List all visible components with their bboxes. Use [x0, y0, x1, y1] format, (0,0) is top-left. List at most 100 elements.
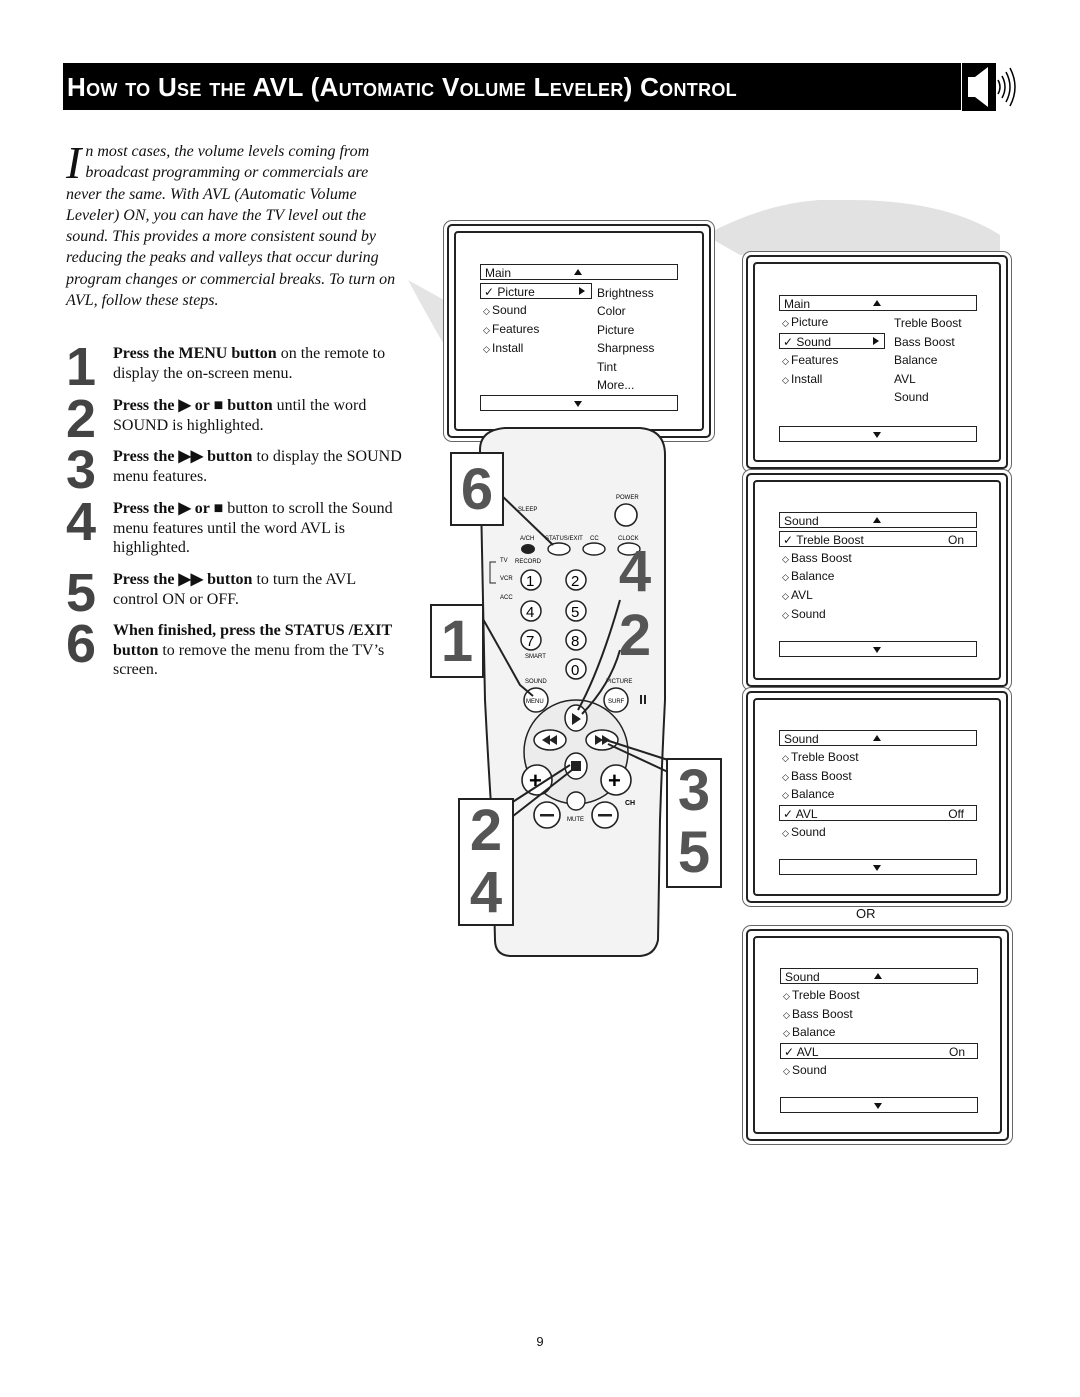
diamond-icon: ◇	[782, 591, 789, 601]
submenu-item: Sound	[894, 390, 929, 404]
down-arrow-icon	[873, 432, 881, 438]
callout-step-1: 1	[430, 604, 484, 678]
right-arrow-icon	[873, 337, 879, 345]
menu-item[interactable]: ◇Sound	[782, 607, 826, 621]
diamond-icon: ◇	[783, 1028, 790, 1038]
diamond-icon: ◇	[782, 318, 789, 328]
menu-item[interactable]: ◇Bass Boost	[783, 1007, 853, 1021]
submenu-item: Picture	[597, 323, 635, 337]
menu-footer	[480, 395, 678, 411]
submenu-item: More...	[597, 378, 635, 392]
diamond-icon: ◇	[483, 325, 490, 335]
diamond-icon: ◇	[782, 375, 789, 385]
step-text: Press the ▶ or ■ button to scroll the So…	[113, 500, 393, 556]
menu-item[interactable]: ◇Features	[782, 353, 839, 367]
digit-8-button[interactable]	[565, 629, 587, 651]
record-label: RECORD	[515, 559, 542, 565]
menu-item[interactable]: ◇Treble Boost	[783, 988, 860, 1002]
menu-item[interactable]: ◇Sound	[483, 303, 527, 317]
menu-item-sound-selected[interactable]: ✓ Sound	[779, 333, 885, 349]
digit-4-button[interactable]	[520, 600, 542, 622]
channel-up-button[interactable]	[600, 764, 632, 796]
setting-value: On	[948, 1045, 965, 1059]
remote-control: SLEEP POWER A/CH STATUS/EXIT CC CLOCK TV…	[474, 427, 669, 957]
digit-0-button[interactable]	[565, 658, 587, 680]
menu-header: Main	[779, 295, 977, 311]
diamond-icon: ◇	[483, 344, 490, 354]
menu-item[interactable]: ◇Sound	[782, 825, 826, 839]
volume-up-button[interactable]	[521, 764, 553, 796]
menu-item-avl-selected[interactable]: ✓ AVL Off	[779, 805, 977, 821]
intro-text: n most cases, the volume levels coming f…	[66, 143, 396, 310]
digit-5-button[interactable]	[565, 600, 587, 622]
picture-label: PICTURE	[606, 679, 632, 685]
menu-item-treble-boost-selected[interactable]: ✓ Treble Boost On	[779, 531, 977, 547]
menu-item[interactable]: ◇Features	[483, 322, 540, 336]
down-arrow-icon	[873, 865, 881, 871]
submenu-item: Balance	[894, 353, 938, 367]
submenu-item: AVL	[894, 372, 916, 386]
stop-icon	[571, 761, 581, 771]
power-label: POWER	[616, 495, 639, 501]
step-number: 6	[66, 614, 97, 674]
tv-screen-main-sound: Main ◇Picture ✓ Sound ◇Features ◇Install…	[746, 255, 1008, 469]
diamond-icon: ◇	[483, 306, 490, 316]
menu-item[interactable]: ◇Install	[483, 341, 524, 355]
play-icon	[572, 713, 581, 725]
power-button[interactable]	[614, 503, 638, 527]
menu-item-avl-selected[interactable]: ✓ AVL On	[780, 1043, 978, 1059]
up-arrow-icon	[574, 269, 582, 275]
status-exit-button[interactable]	[547, 542, 571, 556]
menu-header: Main	[480, 264, 678, 280]
menu-item[interactable]: ◇Balance	[782, 787, 835, 801]
step-text: Press the ▶ or ■ button until the word S…	[113, 397, 367, 434]
clock-button[interactable]	[617, 542, 641, 556]
menu-item[interactable]: ◇Treble Boost	[782, 750, 859, 764]
up-arrow-icon	[873, 735, 881, 741]
step-number: 4	[66, 492, 97, 552]
drop-cap: I	[66, 137, 82, 188]
digit-label: 2	[571, 573, 579, 590]
menu-label: MENU	[526, 699, 544, 705]
down-arrow-icon	[873, 647, 881, 653]
submenu-item: Tint	[597, 360, 617, 374]
digit-label: 7	[526, 633, 534, 650]
up-arrow-icon	[873, 517, 881, 523]
digit-1-button[interactable]	[520, 569, 542, 591]
diamond-icon: ◇	[783, 1010, 790, 1020]
page-number: 9	[536, 1334, 544, 1349]
menu-footer	[779, 641, 977, 657]
digit-label: 0	[571, 662, 579, 679]
digit-7-button[interactable]	[520, 629, 542, 651]
digit-2-button[interactable]	[565, 569, 587, 591]
menu-item[interactable]: ◇Picture	[782, 315, 829, 329]
ach-button[interactable]	[521, 544, 535, 554]
menu-item[interactable]: ◇Bass Boost	[782, 769, 852, 783]
cc-button[interactable]	[582, 542, 606, 556]
menu-item-picture-selected[interactable]: ✓ Picture	[480, 283, 592, 299]
diamond-icon: ◇	[782, 753, 789, 763]
menu-item[interactable]: ◇Balance	[782, 569, 835, 583]
mute-button[interactable]	[566, 791, 586, 811]
diamond-icon: ◇	[782, 790, 789, 800]
menu-item[interactable]: ◇Sound	[783, 1063, 827, 1077]
surf-label: SURF	[608, 699, 625, 705]
down-arrow-icon	[574, 401, 582, 407]
right-arrow-icon	[579, 287, 585, 295]
menu-item[interactable]: ◇Balance	[783, 1025, 836, 1039]
surf-button[interactable]	[603, 687, 629, 713]
menu-item[interactable]: ◇Bass Boost	[782, 551, 852, 565]
tv-label: TV	[500, 558, 508, 564]
check-icon: ✓	[784, 1045, 795, 1059]
menu-item[interactable]: ◇AVL	[782, 588, 813, 602]
tv-screen-sound-treble: Sound ✓ Treble Boost On ◇Bass Boost ◇Bal…	[746, 473, 1008, 687]
submenu-item: Treble Boost	[894, 316, 962, 330]
diamond-icon: ◇	[782, 572, 789, 582]
menu-item[interactable]: ◇Install	[782, 372, 823, 386]
diamond-icon: ◇	[783, 1066, 790, 1076]
sound-label: SOUND	[525, 679, 547, 685]
step-number: 5	[66, 563, 97, 623]
